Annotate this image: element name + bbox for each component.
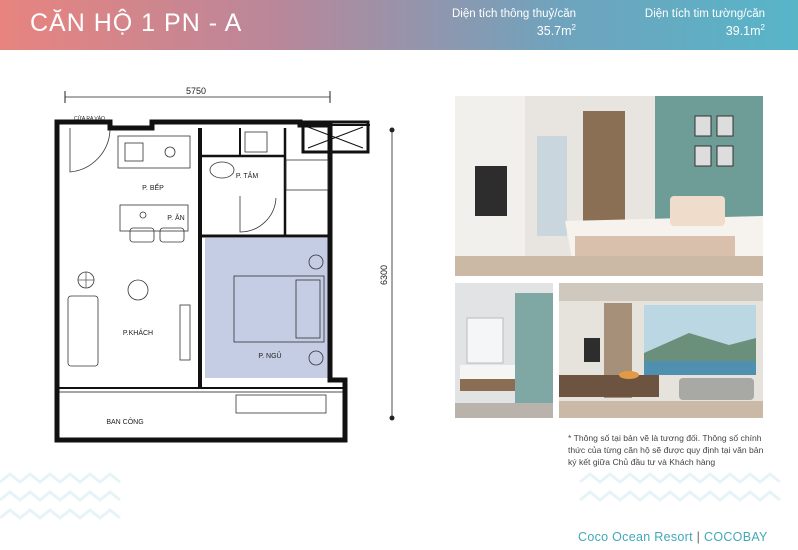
dining-chair bbox=[129, 227, 155, 243]
basin-icon bbox=[244, 131, 268, 153]
bath-door-icon bbox=[239, 196, 277, 233]
bathroom-vanity bbox=[460, 365, 515, 379]
wardrobe bbox=[285, 159, 329, 191]
brand-separator: | bbox=[696, 530, 701, 544]
nightstand-lamp-icon bbox=[308, 350, 324, 366]
living-window-sea bbox=[644, 361, 756, 375]
room-label-bath: P. TẮM bbox=[236, 171, 258, 180]
sofa bbox=[67, 295, 99, 367]
area-gross-label: Diện tích tim tường/căn bbox=[644, 8, 765, 20]
bathroom-mirror bbox=[466, 317, 504, 364]
brand-resort-name: Coco Ocean Resort bbox=[578, 530, 693, 544]
bedroom-floor bbox=[455, 256, 763, 276]
living-floor bbox=[559, 401, 763, 418]
wave-line bbox=[0, 490, 121, 502]
tv-console bbox=[179, 304, 191, 361]
dining-chair bbox=[159, 227, 185, 243]
wall-frame bbox=[694, 145, 712, 167]
wall-frame bbox=[716, 145, 734, 167]
room-label-kitchen: P. BẾP bbox=[142, 182, 164, 192]
kitchen-sink-icon bbox=[124, 142, 144, 162]
bathroom-cabinet bbox=[460, 379, 515, 391]
area-net: Diện tích thông thuỷ/căn 35.7m2 bbox=[452, 8, 576, 38]
living-render-image bbox=[559, 283, 763, 418]
area-net-sup: 2 bbox=[571, 23, 576, 32]
area-net-value-wrap: 35.7m2 bbox=[452, 21, 576, 38]
nightstand-lamp-icon bbox=[308, 254, 324, 270]
area-gross: Diện tích tim tường/căn 39.1m2 bbox=[645, 8, 765, 38]
area-gross-sup: 2 bbox=[760, 23, 765, 32]
brand-footer: Coco Ocean Resort | COCOBAY bbox=[578, 530, 768, 544]
stove-icon bbox=[164, 146, 176, 158]
area-gross-value: 39.1m bbox=[725, 24, 761, 39]
wave-line bbox=[579, 472, 781, 484]
bedroom-pillow bbox=[670, 196, 725, 226]
living-tv bbox=[584, 338, 600, 362]
kitchen-counter bbox=[117, 135, 191, 169]
living-counter bbox=[559, 375, 659, 397]
bedroom-tv bbox=[475, 166, 507, 216]
room-label-dining: P. ĂN bbox=[167, 213, 184, 222]
area-net-label: Diện tích thông thuỷ/căn bbox=[451, 8, 576, 20]
brand-logo: COCOBAY bbox=[704, 530, 768, 544]
ac-unit-box bbox=[301, 120, 370, 154]
living-ceiling bbox=[559, 283, 763, 301]
wave-line bbox=[0, 508, 121, 520]
dimension-dot bbox=[389, 415, 395, 421]
bedroom-doorway bbox=[537, 136, 567, 236]
wave-pattern bbox=[0, 472, 781, 520]
page-title: CĂN HỘ 1 PN - A bbox=[30, 9, 243, 37]
dimension-height-label: 6300 bbox=[379, 265, 389, 285]
dimension-width-label: 5750 bbox=[186, 86, 206, 96]
bathroom-render-image bbox=[455, 283, 553, 418]
entry-door-icon bbox=[69, 128, 111, 173]
floor-plan: 5750 6300 CỬA RA VÀO P. BẾP P. ĂN P. TẮM… bbox=[54, 86, 395, 443]
balcony-lounger bbox=[235, 394, 327, 414]
toilet-icon bbox=[209, 161, 235, 179]
bedroom-render-image bbox=[455, 96, 763, 276]
living-fruit-bowl bbox=[619, 371, 639, 379]
room-label-entry: CỬA RA VÀO bbox=[74, 115, 105, 122]
dining-decor-icon bbox=[139, 211, 147, 219]
header-banner: CĂN HỘ 1 PN - A Diện tích thông thuỷ/căn… bbox=[0, 0, 798, 50]
disclaimer-note: * Thông số tại bản vẽ là tương đối. Thôn… bbox=[568, 433, 764, 467]
room-label-balcony: BAN CÔNG bbox=[106, 417, 143, 426]
ac-unit-mark bbox=[307, 126, 364, 149]
wall-frame bbox=[694, 115, 712, 137]
living-sofa bbox=[679, 378, 754, 400]
bed-pillows bbox=[295, 279, 321, 339]
bed bbox=[233, 275, 325, 343]
room-label-living: P.KHÁCH bbox=[123, 328, 153, 337]
wave-line bbox=[0, 472, 121, 484]
room-label-bedroom: P. NGỦ bbox=[258, 351, 281, 360]
wall-frame bbox=[716, 115, 734, 137]
area-net-value: 35.7m bbox=[536, 24, 572, 39]
wave-line bbox=[579, 490, 781, 502]
bathroom-floor bbox=[455, 403, 553, 418]
bathroom-wall bbox=[515, 293, 553, 418]
area-gross-value-wrap: 39.1m2 bbox=[645, 21, 765, 38]
coffee-table bbox=[127, 279, 149, 301]
dimension-dot bbox=[389, 127, 395, 133]
